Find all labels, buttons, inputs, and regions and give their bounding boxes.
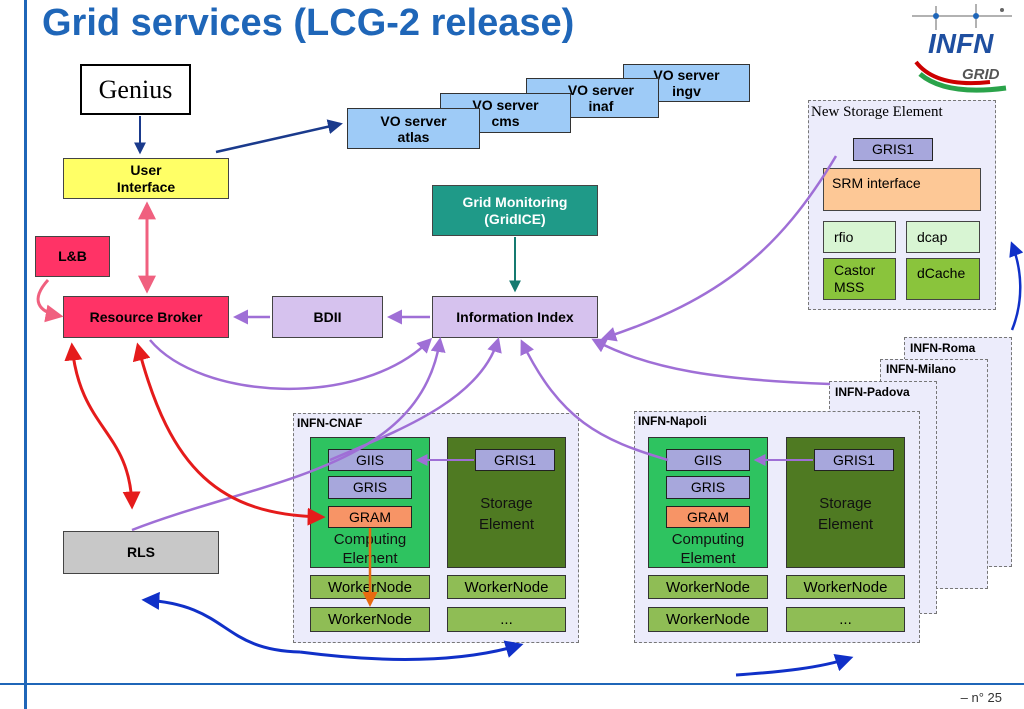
napoli-gris: GRIS	[666, 476, 750, 499]
slide-title: Grid services (LCG-2 release)	[42, 2, 575, 44]
sites-to-index-arrow	[591, 338, 831, 386]
new-se-gris1: GRIS1	[853, 138, 933, 161]
cnaf-workernode-2: WorkerNode	[447, 575, 566, 599]
new-se-to-index-arrow	[601, 155, 838, 342]
napoli-giis: GIIS	[666, 449, 750, 471]
cnaf-workernode-3: WorkerNode	[310, 607, 430, 632]
logo-text-infn: INFN	[928, 28, 994, 59]
data-flow-left-arrow	[141, 591, 301, 654]
napoli-gram: GRAM	[666, 506, 750, 528]
napoli-gris1: GRIS1	[814, 449, 894, 471]
information-index: Information Index	[432, 296, 598, 338]
cnaf-gris: GRIS	[328, 476, 412, 499]
new-se-title: New Storage Element	[811, 104, 943, 120]
data-flow-mid-arrow	[299, 640, 524, 661]
napoli-se-label: Storage Element	[817, 495, 874, 533]
right-edge-arrow	[1009, 241, 1024, 331]
user-interface: User Interface	[63, 158, 229, 199]
genius-portal: Genius	[80, 64, 191, 115]
bottom-rule	[0, 683, 1024, 685]
cnaf-workernode-more: ...	[447, 607, 566, 632]
lb-rb-arrow	[36, 278, 64, 323]
cnaf-gram: GRAM	[328, 506, 412, 528]
cnaf-giis-to-index-arrow	[329, 337, 502, 462]
dcache-box: dCache	[906, 258, 980, 300]
infn-grid-logo: INFN GRID	[906, 2, 1018, 96]
rls-to-index-arrow	[131, 337, 446, 532]
srm-interface: SRM interface	[823, 168, 981, 211]
ui-to-vo-arrow	[215, 119, 343, 154]
site-label-padova: INFN-Padova	[835, 385, 910, 399]
napoli-workernode-more: ...	[786, 607, 905, 632]
rfio-box: rfio	[823, 221, 896, 253]
left-rule	[24, 0, 27, 709]
resource-broker: Resource Broker	[63, 296, 229, 338]
cnaf-se-label: Storage Element	[478, 495, 535, 533]
logo-text-grid: GRID	[962, 66, 1000, 83]
napoli-workernode-3: WorkerNode	[648, 607, 768, 632]
logo-graphic	[912, 4, 1012, 93]
rb-to-gram-arrow	[132, 342, 326, 526]
vo-server-atlas: VO server atlas	[347, 108, 480, 149]
lb-server: L&B	[35, 236, 110, 277]
page-number: – n° 25	[960, 690, 1002, 705]
napoli-ce-label: Computing Element	[671, 531, 745, 567]
rb-rls-arrow	[64, 342, 141, 510]
napoli-workernode-2: WorkerNode	[786, 575, 905, 599]
data-flow-right-arrow	[735, 654, 854, 677]
cnaf-giis: GIIS	[328, 449, 412, 471]
cnaf-gris1: GRIS1	[475, 449, 555, 471]
site-label-milano: INFN-Milano	[886, 362, 956, 376]
dcap-box: dcap	[906, 221, 980, 253]
site-label-roma: INFN-Roma	[910, 341, 976, 355]
rls: RLS	[63, 531, 219, 574]
napoli-giis-to-index-arrow	[520, 339, 669, 462]
grid-monitoring: Grid Monitoring (GridICE)	[432, 185, 598, 236]
site-label-napoli: INFN-Napoli	[638, 414, 707, 428]
napoli-workernode-1: WorkerNode	[648, 575, 768, 599]
rb-to-ce-purple-arrow	[149, 337, 433, 391]
castor-mss-box: Castor MSS	[823, 258, 896, 300]
bdii: BDII	[272, 296, 383, 338]
